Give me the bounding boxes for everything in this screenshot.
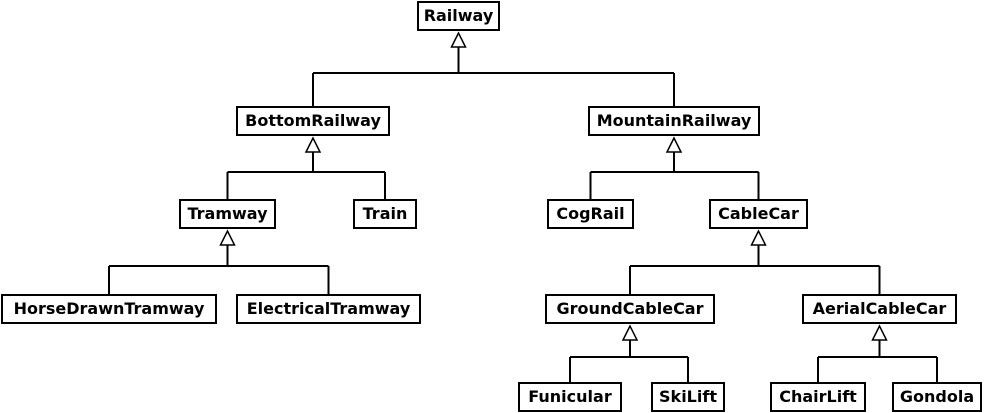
class-tramway: Tramway [179,199,276,229]
class-mountain-railway: MountainRailway [588,106,760,136]
class-train: Train [353,199,417,229]
generalization-arrow-bottom_railway [304,136,322,153]
generalization-arrow-railway [450,31,467,48]
class-ground-cable-car: GroundCableCar [545,294,715,324]
class-gondola: Gondola [892,382,982,412]
class-electrical-tramway: ElectricalTramway [236,294,421,324]
class-horse-drawn-tramway: HorseDrawnTramway [1,294,217,324]
generalization-arrow-tramway [219,229,236,246]
generalization-arrow-cable_car [750,229,767,246]
class-bottom-railway: BottomRailway [236,106,390,136]
generalization-arrow-ground_cable_car [621,324,639,341]
class-funicular: Funicular [518,382,622,412]
class-cable-car: CableCar [709,199,808,229]
class-cog-rail: CogRail [547,199,634,229]
generalization-arrow-mountain_railway [665,136,683,153]
class-chair-lift: ChairLift [770,382,866,412]
generalization-arrow-aerial_cable_car [871,324,888,341]
class-railway: Railway [417,1,500,31]
class-ski-lift: SkiLift [651,382,725,412]
class-aerial-cable-car: AerialCableCar [802,294,957,324]
